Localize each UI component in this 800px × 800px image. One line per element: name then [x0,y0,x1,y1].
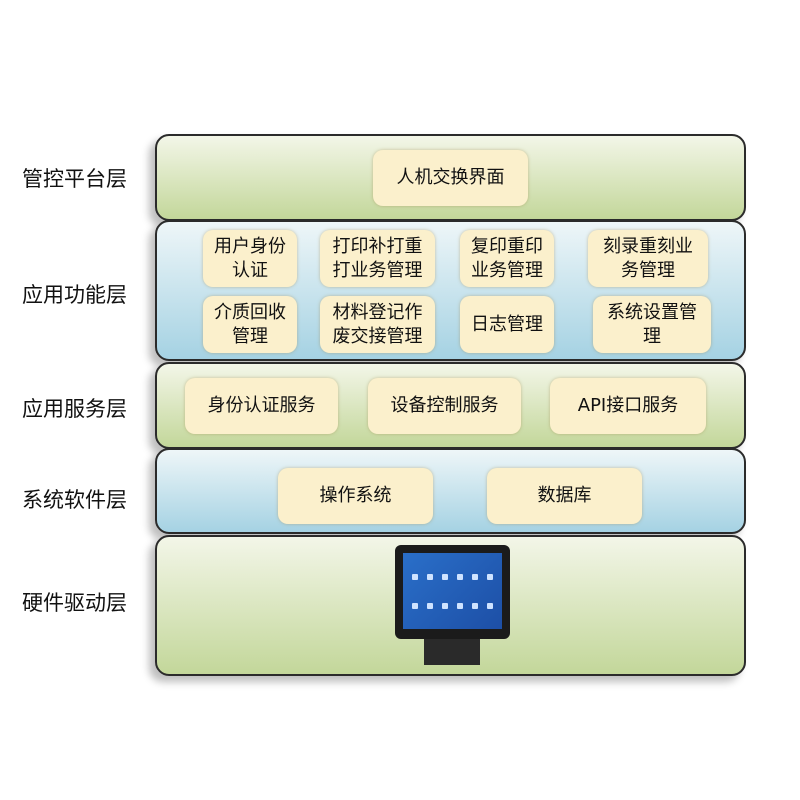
layer-label-software: 系统软件层 [22,488,127,512]
layer-hardware [155,535,746,676]
monitor-stand [424,637,480,665]
layer-function: 用户身份 认证 打印补打重 打业务管理 复印重印 业务管理 刻录重刻业 务管理 … [155,220,746,361]
item-burn: 刻录重刻业 务管理 [588,230,708,287]
item-database: 数据库 [487,468,642,524]
item-log: 日志管理 [460,296,554,353]
layer-software: 操作系统 数据库 [155,448,746,534]
layer-service: 身份认证服务 设备控制服务 API接口服务 [155,362,746,449]
item-os: 操作系统 [278,468,433,524]
layer-label-platform: 管控平台层 [22,167,127,191]
item-copy: 复印重印 业务管理 [460,230,554,287]
item-print: 打印补打重 打业务管理 [320,230,435,287]
item-hmi: 人机交换界面 [373,150,528,206]
layer-label-function: 应用功能层 [22,283,127,307]
item-auth-service: 身份认证服务 [185,378,338,434]
item-user-auth: 用户身份 认证 [203,230,297,287]
item-media-recycle: 介质回收 管理 [203,296,297,353]
item-material: 材料登记作 废交接管理 [320,296,435,353]
layer-label-service: 应用服务层 [22,397,127,421]
item-settings: 系统设置管 理 [593,296,711,353]
touchscreen-terminal-image [395,545,510,639]
item-api-service: API接口服务 [550,378,706,434]
layer-label-hardware: 硬件驱动层 [22,591,127,615]
item-device-service: 设备控制服务 [368,378,521,434]
layer-platform: 人机交换界面 [155,134,746,221]
